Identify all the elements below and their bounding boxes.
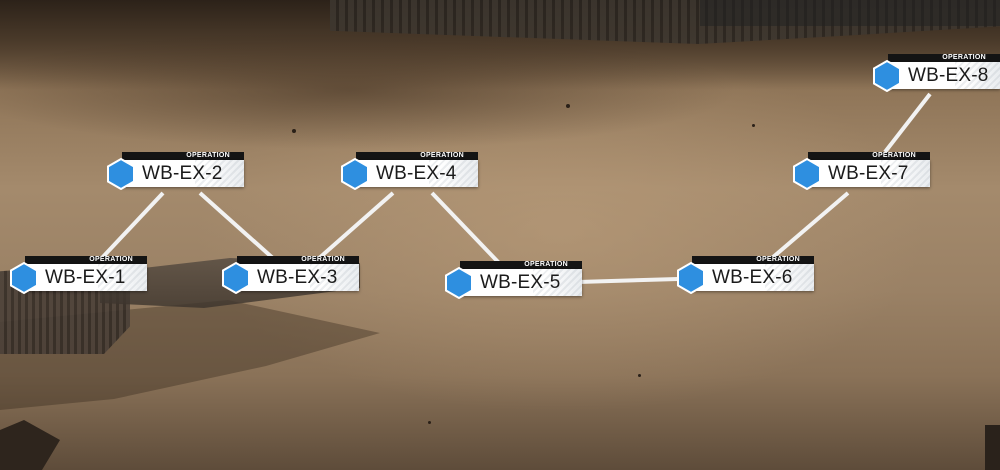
operation-tag: OPERATION	[122, 152, 244, 160]
operation-tag: OPERATION	[25, 256, 147, 264]
link-1-2	[98, 191, 165, 262]
stage-plate	[692, 264, 814, 291]
hexagon-icon	[445, 267, 473, 299]
debris-speck	[566, 104, 570, 108]
stage-id: WB-EX-7	[828, 163, 909, 184]
dune-shadow	[0, 30, 740, 150]
stage-plate	[888, 62, 1000, 89]
hexagon-icon	[10, 262, 38, 294]
stage-node-wb-ex-8[interactable]: OPERATION WB-EX-8	[873, 54, 1000, 92]
hexagon-icon	[873, 60, 901, 92]
stage-plate	[25, 264, 147, 291]
stage-node-wb-ex-2[interactable]: OPERATION WB-EX-2	[107, 152, 244, 190]
right-debris	[985, 425, 1000, 470]
operation-tag: OPERATION	[888, 54, 1000, 62]
operation-tag: OPERATION	[808, 152, 930, 160]
hexagon-icon	[222, 262, 250, 294]
stage-node-wb-ex-4[interactable]: OPERATION WB-EX-4	[341, 152, 478, 190]
stage-id: WB-EX-6	[712, 267, 793, 288]
stage-id: WB-EX-3	[257, 267, 338, 288]
hexagon-icon	[341, 158, 369, 190]
stage-plate	[122, 160, 244, 187]
stage-id: WB-EX-8	[908, 65, 989, 86]
link-4-5	[430, 191, 502, 266]
stage-node-wb-ex-6[interactable]: OPERATION WB-EX-6	[677, 256, 814, 294]
link-6-7	[770, 191, 850, 260]
debris-speck	[428, 421, 431, 424]
hexagon-icon	[677, 262, 705, 294]
debris-speck	[292, 129, 296, 133]
stage-node-wb-ex-1[interactable]: OPERATION WB-EX-1	[10, 256, 147, 294]
stage-id: WB-EX-1	[45, 267, 126, 288]
operation-tag: OPERATION	[356, 152, 478, 160]
operation-tag: OPERATION	[692, 256, 814, 264]
stage-node-wb-ex-3[interactable]: OPERATION WB-EX-3	[222, 256, 359, 294]
stage-plate	[237, 264, 359, 291]
link-7-8	[883, 92, 932, 154]
hexagon-icon	[793, 158, 821, 190]
stage-node-wb-ex-5[interactable]: OPERATION WB-EX-5	[445, 261, 582, 299]
debris-speck	[752, 124, 755, 127]
stage-id: WB-EX-2	[142, 163, 223, 184]
operation-tag: OPERATION	[237, 256, 359, 264]
stage-id: WB-EX-5	[480, 272, 561, 293]
operation-tag: OPERATION	[460, 261, 582, 269]
stage-node-wb-ex-7[interactable]: OPERATION WB-EX-7	[793, 152, 930, 190]
hexagon-icon	[107, 158, 135, 190]
debris-speck	[638, 374, 641, 377]
link-5-6	[577, 277, 679, 284]
wall-top	[700, 0, 1000, 26]
stage-id: WB-EX-4	[376, 163, 457, 184]
stage-plate	[460, 269, 582, 296]
stage-plate	[808, 160, 930, 187]
link-2-3	[198, 191, 277, 262]
link-3-4	[315, 191, 395, 262]
stage-plate	[356, 160, 478, 187]
